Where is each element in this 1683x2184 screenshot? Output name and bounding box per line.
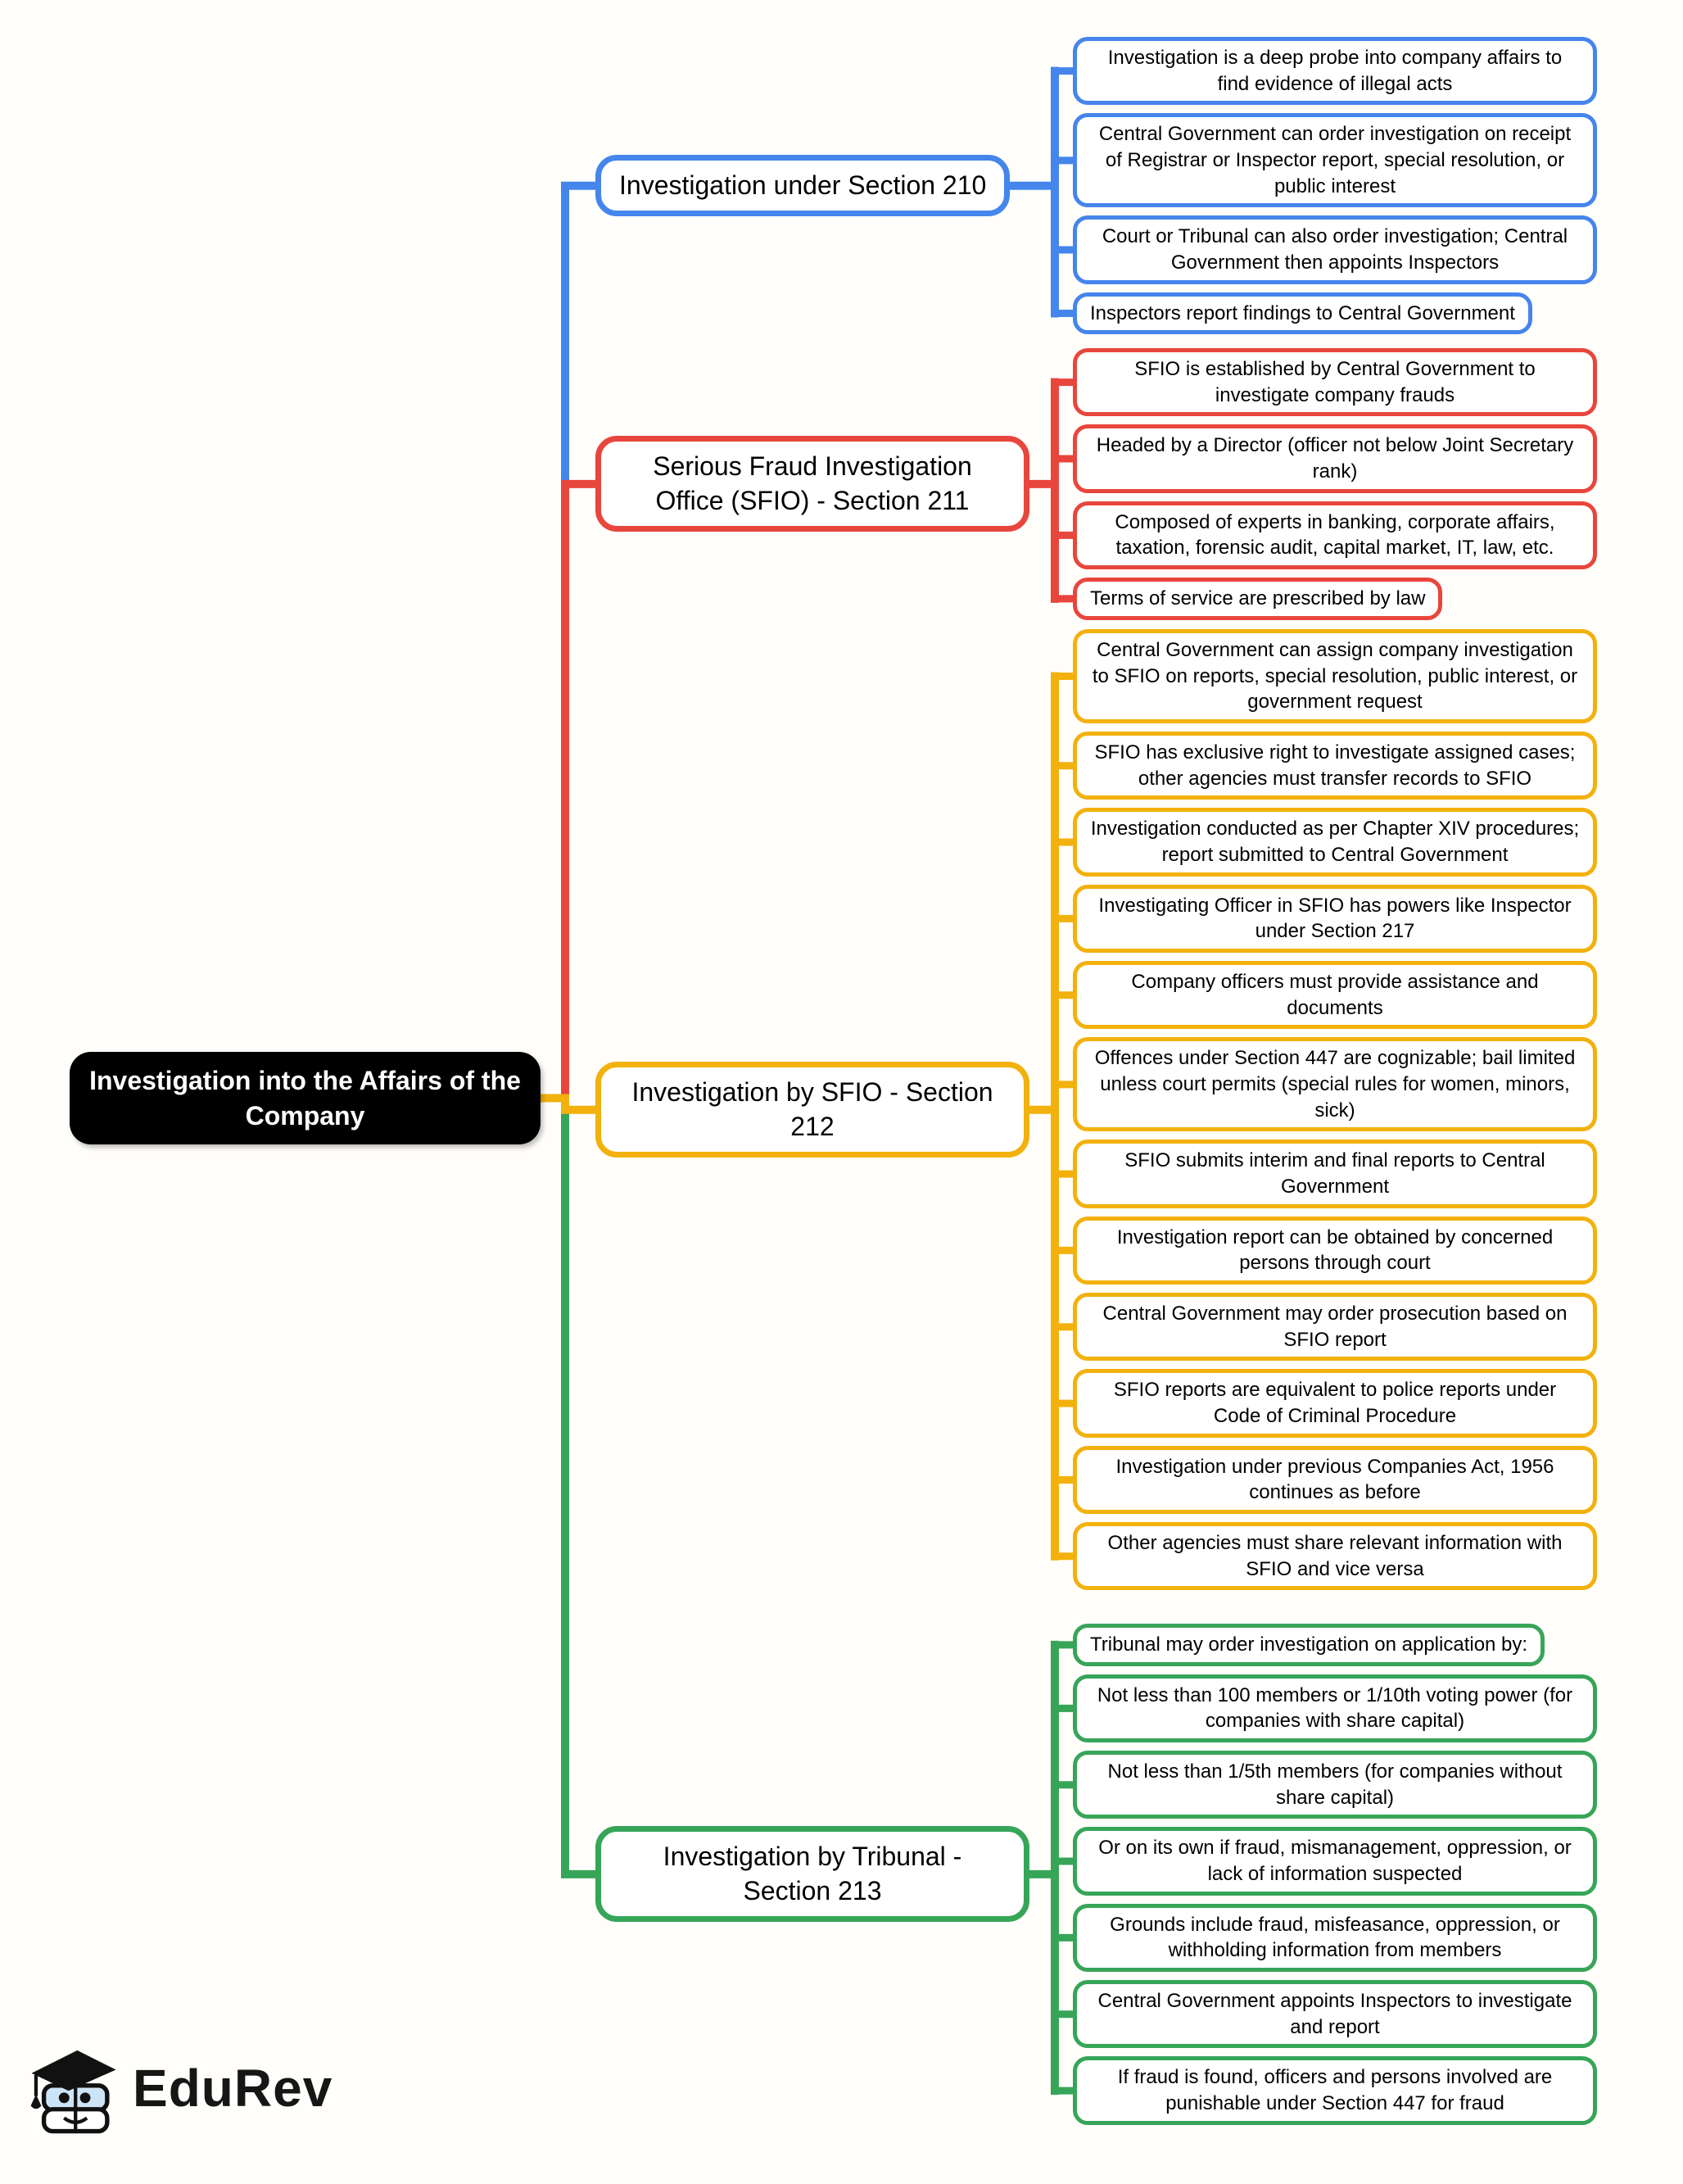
root-node: Investigation into the Affairs of the Co… [70,1052,541,1145]
leaf-node: Company officers must provide assistance… [1073,961,1597,1030]
branch-node-sfio-211: Serious Fraud Investigation Office (SFIO… [595,436,1029,532]
branch-node-sfio-212: Investigation by SFIO - Section 212 [595,1062,1029,1158]
leaf-node: Central Government can assign company in… [1073,629,1597,724]
leaf-node: Tribunal may order investigation on appl… [1073,1624,1545,1666]
leaf-node: Headed by a Director (officer not below … [1073,424,1597,493]
branch-slot: Investigation under Section 210 [595,154,1073,217]
graduation-cap-icon [30,2050,116,2134]
branch-section-210: Investigation under Section 210 Investig… [595,37,1597,335]
leaf-node: Court or Tribunal can also order investi… [1073,215,1597,284]
leaf-group-section-211: SFIO is established by Central Governmen… [1073,348,1597,620]
leaf-node: Other agencies must share relevant infor… [1073,1522,1597,1591]
leaf-node: Not less than 1/5th members (for compani… [1073,1751,1597,1819]
leaf-node: SFIO reports are equivalent to police re… [1073,1369,1597,1438]
leaf-group-section-212: Central Government can assign company in… [1073,629,1597,1591]
leaf-node: Composed of experts in banking, corporat… [1073,501,1597,570]
leaf-node: Or on its own if fraud, mismanagement, o… [1073,1827,1597,1896]
branch-slot: Serious Fraud Investigation Office (SFIO… [595,436,1073,532]
leaf-node: Offences under Section 447 are cognizabl… [1073,1037,1597,1132]
branch-node-section-210: Investigation under Section 210 [595,154,1011,217]
branch-node-tribunal-213: Investigation by Tribunal - Section 213 [595,1826,1029,1923]
leaf-group-section-210: Investigation is a deep probe into compa… [1073,37,1597,335]
leaf-node: Investigation is a deep probe into compa… [1073,37,1597,106]
leaf-node: Investigation conducted as per Chapter X… [1073,808,1597,877]
branch-section-213: Investigation by Tribunal - Section 213 … [595,1624,1597,2125]
leaf-node: Grounds include fraud, misfeasance, oppr… [1073,1903,1597,1973]
leaf-node: Investigation report can be obtained by … [1073,1216,1597,1285]
leaf-node: SFIO is established by Central Governmen… [1073,348,1597,417]
edurev-logo-text: EduRev [133,2059,333,2118]
leaf-node: Investigation under previous Companies A… [1073,1445,1597,1515]
leaf-node: SFIO has exclusive right to investigate … [1073,732,1597,800]
leaf-node: Investigating Officer in SFIO has powers… [1073,884,1597,954]
leaf-node: Terms of service are prescribed by law [1073,578,1443,620]
leaf-node: Central Government can order investigati… [1073,113,1597,208]
leaf-node: If fraud is found, officers and persons … [1073,2056,1597,2125]
leaf-node: Not less than 100 members or 1/10th voti… [1073,1674,1597,1743]
branch-section-211: Serious Fraud Investigation Office (SFIO… [595,348,1597,620]
edurev-logo: EduRev [25,2040,333,2136]
leaf-node: Central Government may order prosecution… [1073,1293,1597,1362]
leaf-node: Central Government appoints Inspectors t… [1073,1980,1597,2049]
leaf-group-section-213: Tribunal may order investigation on appl… [1073,1624,1597,2125]
leaf-node: Inspectors report findings to Central Go… [1073,292,1532,335]
branch-slot: Investigation by Tribunal - Section 213 [595,1826,1073,1923]
branch-slot: Investigation by SFIO - Section 212 [595,1062,1073,1158]
leaf-node: SFIO submits interim and final reports t… [1073,1140,1597,1208]
branch-section-212: Investigation by SFIO - Section 212 Cent… [595,629,1597,1591]
